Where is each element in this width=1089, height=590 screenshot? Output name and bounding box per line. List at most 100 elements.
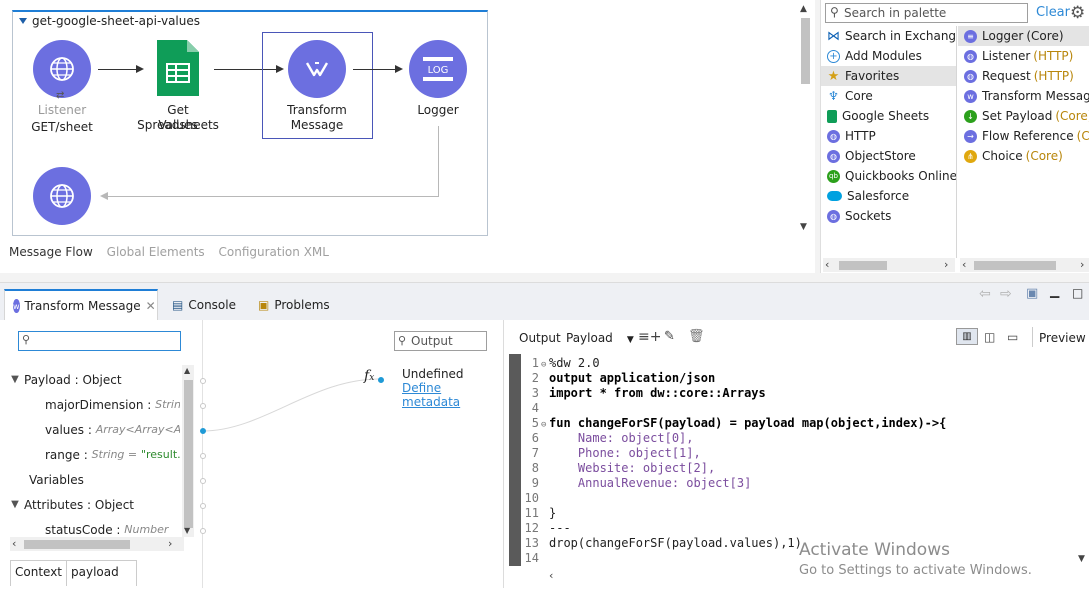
tab-configuration-xml[interactable]: Configuration XML [218, 245, 329, 259]
palette-operations-hscroll[interactable]: ‹ › [960, 258, 1089, 272]
scroll-right-icon[interactable]: › [168, 537, 173, 550]
palette-category-http[interactable]: ◍HTTP [821, 126, 956, 146]
editor-vscroll[interactable]: ▼ [1075, 356, 1089, 568]
mapping-dot-output[interactable] [378, 377, 384, 383]
output-target-select[interactable]: Payload▼ [566, 331, 634, 345]
mapping-dot-selected[interactable] [200, 428, 206, 434]
layout-text-icon[interactable]: ▥ [956, 328, 978, 345]
function-icon[interactable]: fx [364, 368, 375, 384]
tab-global-elements[interactable]: Global Elements [106, 245, 205, 259]
forward-icon[interactable]: ⇨ [1000, 286, 1012, 302]
expand-caret-icon[interactable]: ▼ [11, 374, 19, 385]
palette-category-add-modules[interactable]: +Add Modules [821, 46, 956, 66]
palette-category-core[interactable]: ♆Core [828, 89, 873, 103]
transform-selection-box[interactable] [262, 32, 373, 139]
flow-arrow [98, 69, 136, 70]
tab-context[interactable]: Context [10, 560, 68, 586]
layout-single-icon[interactable]: ▭ [1007, 330, 1019, 344]
scroll-left-icon[interactable]: ‹ [825, 258, 830, 271]
palette-category-favorites[interactable]: ★Favorites [821, 66, 956, 86]
tree-row-attributes[interactable]: ▼Attributes : Object [8, 492, 180, 517]
scroll-down-icon[interactable]: ▼ [1078, 554, 1085, 564]
define-metadata-link[interactable]: Define metadata [402, 381, 461, 409]
mapping-dot [200, 478, 206, 484]
globe-icon [50, 57, 74, 81]
minimize-icon[interactable]: ▁ [1050, 284, 1060, 298]
tab-console[interactable]: ▤ Console [172, 298, 236, 312]
tab-transform-message[interactable]: w Transform Message ✕ [4, 289, 158, 321]
scroll-left-icon[interactable]: ‹ [962, 258, 967, 271]
expand-caret-icon[interactable]: ▼ [11, 499, 19, 510]
layout-split-icon[interactable]: ◫ [984, 330, 996, 344]
scroll-down-icon[interactable]: ▼ [800, 222, 807, 232]
back-icon[interactable]: ⇦ [979, 286, 991, 302]
output-search-field[interactable]: ⚲ Output [394, 331, 487, 351]
palette-category-google-sheets[interactable]: Google Sheets [821, 106, 956, 126]
palette-op-listener[interactable]: ◍Listener(HTTP) [958, 46, 1089, 66]
scroll-left-icon[interactable]: ‹ [549, 569, 554, 582]
scroll-left-icon[interactable]: ‹ [12, 537, 17, 550]
tab-payload[interactable]: payload [67, 560, 138, 586]
mapping-canvas[interactable]: fx [200, 320, 384, 588]
tab-problems[interactable]: ▣ Problems [258, 298, 330, 312]
google-sheets-node-icon[interactable] [155, 38, 201, 98]
editor-hscroll[interactable]: ‹ [547, 569, 1075, 583]
exchange-icon: ⋈ [827, 28, 840, 44]
palette-category-exchange[interactable]: ⋈Search in Exchange... [827, 28, 956, 44]
add-target-icon[interactable]: ≡+ [638, 329, 662, 345]
palette-search-input[interactable]: ⚲ Search in palette [825, 3, 1028, 23]
save-icon[interactable]: ▣ [1026, 286, 1039, 301]
scroll-up-icon[interactable]: ▲ [800, 4, 807, 14]
gear-icon[interactable]: ⚙ [1070, 3, 1086, 23]
listener-node-icon[interactable] [33, 40, 91, 98]
chevron-down-icon[interactable]: ▼ [626, 335, 634, 345]
scroll-right-icon[interactable]: › [944, 258, 949, 271]
palette-op-set-payload[interactable]: ↓Set Payload(Core) [958, 106, 1089, 126]
preview-button[interactable]: Preview [1039, 331, 1086, 345]
delete-icon[interactable]: 🗑 [688, 329, 705, 344]
scroll-up-icon[interactable]: ▲ [184, 366, 191, 375]
canvas-vscroll[interactable]: ▲ ▼ [798, 4, 812, 236]
input-hscroll[interactable]: ‹ › [10, 537, 184, 551]
tree-row-majordimension[interactable]: majorDimension : String = [45, 397, 180, 412]
palette-op-logger[interactable]: ≡Logger(Core) [958, 26, 1089, 46]
scroll-thumb[interactable] [839, 261, 887, 270]
clear-button[interactable]: Clear [1036, 5, 1070, 20]
canvas-vscroll-thumb[interactable] [801, 18, 810, 84]
tree-row-statuscode[interactable]: statusCode : Number [45, 522, 169, 537]
edit-pencil-icon[interactable]: ✎ [664, 329, 675, 344]
tree-row-variables[interactable]: Variables [29, 472, 84, 487]
scroll-right-icon[interactable]: › [1080, 258, 1085, 271]
palette-op-choice[interactable]: ⋔Choice(Core) [958, 146, 1089, 166]
logger-node-icon[interactable]: LOG [409, 40, 467, 98]
palette-category-salesforce[interactable]: Salesforce [821, 186, 956, 206]
tree-row-range[interactable]: range : String = "result.csv [45, 447, 180, 462]
tree-row-payload[interactable]: ▼Payload : Object [8, 367, 180, 392]
flow-canvas[interactable]: get-google-sheet-api-values ⇄ Listener G… [0, 0, 815, 273]
tree-row-values[interactable]: values : Array<Array<Any [45, 422, 180, 437]
palette-op-request[interactable]: ◍Request(HTTP) [958, 66, 1089, 86]
flow-container[interactable]: get-google-sheet-api-values [12, 10, 488, 236]
scroll-thumb[interactable] [184, 380, 193, 528]
palette-op-flow-reference[interactable]: →Flow Reference(Core [958, 126, 1089, 146]
scroll-down-icon[interactable]: ▼ [184, 526, 191, 535]
code-line: 9 AnnualRevenue: object[3] [531, 476, 752, 490]
code-line: 11} [524, 506, 557, 520]
scroll-thumb[interactable] [974, 261, 1056, 270]
flow-title[interactable]: get-google-sheet-api-values [19, 14, 200, 28]
tab-message-flow[interactable]: Message Flow [9, 245, 93, 259]
response-node-icon[interactable] [33, 167, 91, 225]
palette-categories-hscroll[interactable]: ‹ › [823, 258, 955, 272]
transform-node-icon[interactable] [288, 40, 346, 98]
palette-category-objectstore[interactable]: ◍ObjectStore [821, 146, 956, 166]
scroll-thumb[interactable] [24, 540, 130, 549]
collapse-triangle-icon[interactable] [19, 18, 27, 24]
input-vscroll[interactable]: ▲ ▼ [182, 365, 194, 537]
maximize-icon[interactable]: □ [1072, 286, 1084, 300]
palette-category-sockets[interactable]: ◍Sockets [821, 206, 956, 226]
close-icon[interactable]: ✕ [145, 299, 156, 313]
input-search-field[interactable]: ⚲ [18, 331, 181, 351]
